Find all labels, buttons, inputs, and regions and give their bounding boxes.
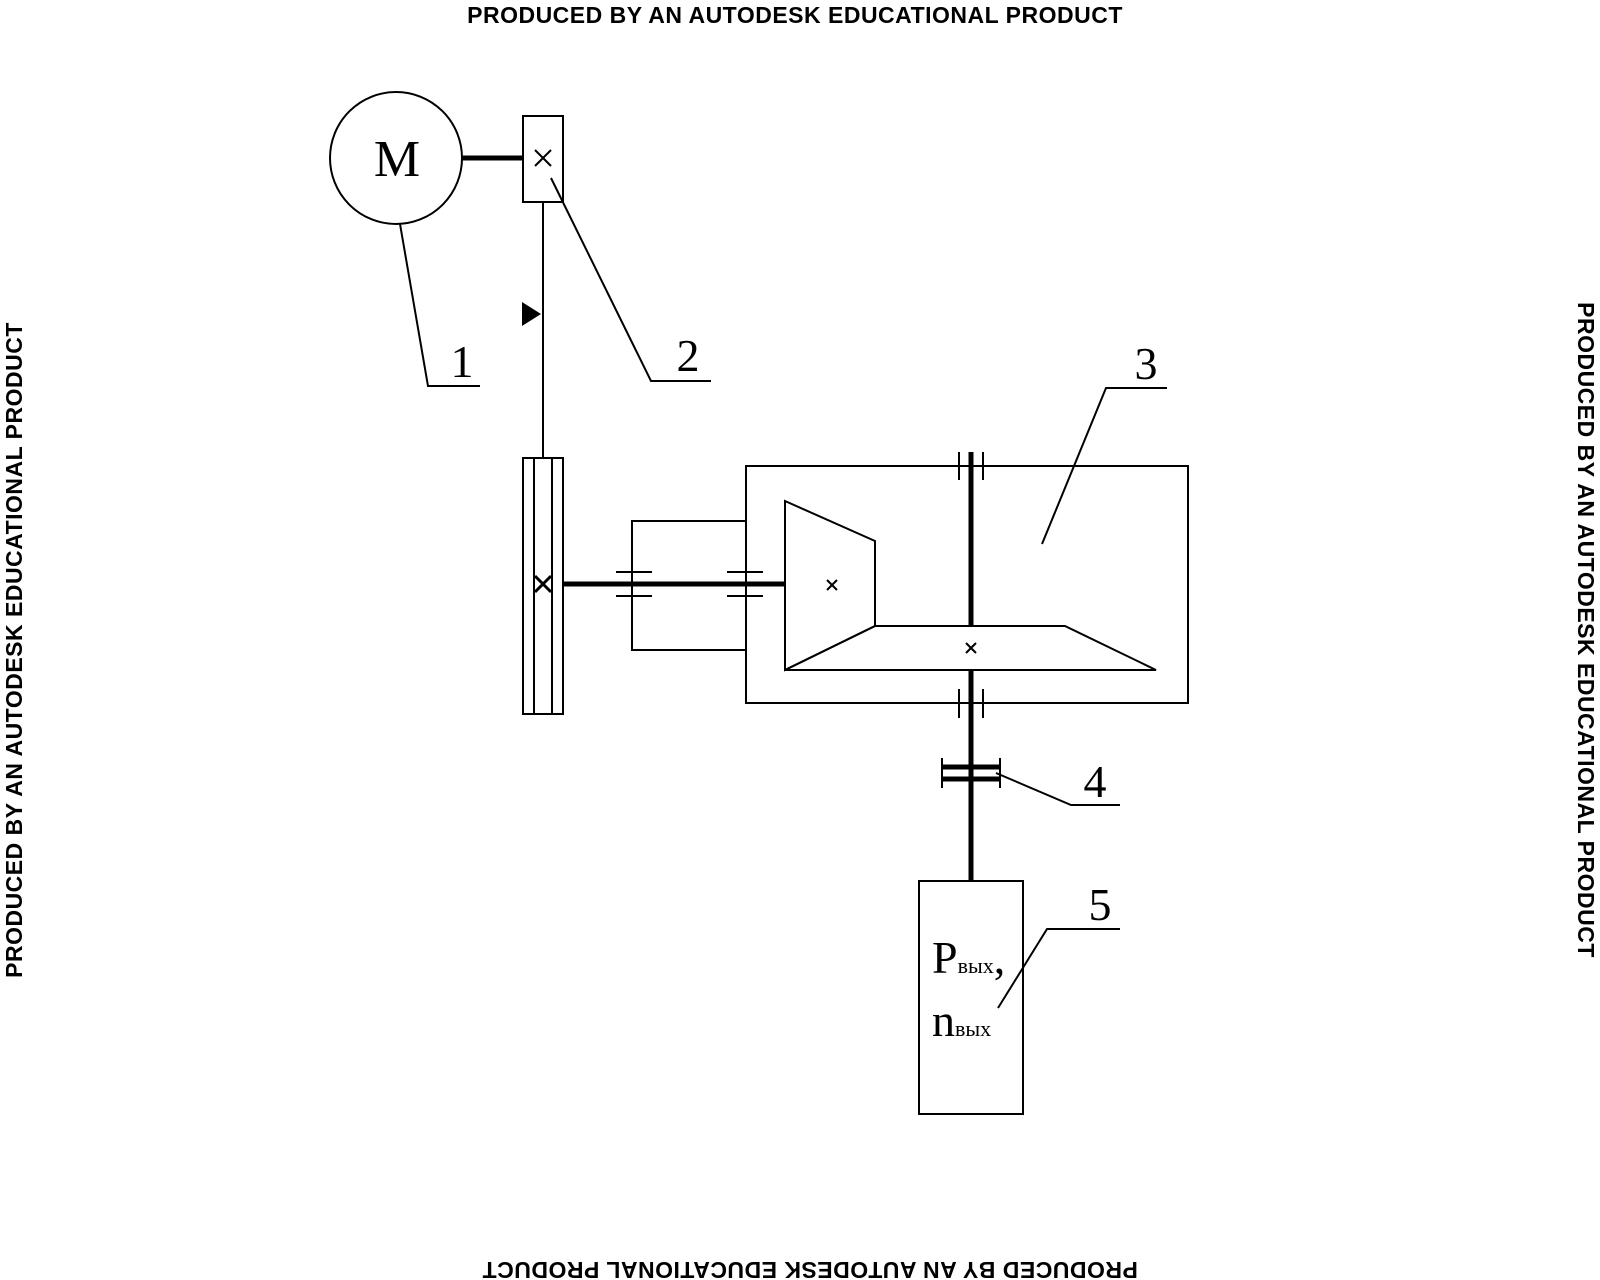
output-shaft-bearings xyxy=(958,452,984,718)
chain-direction-arrow xyxy=(522,302,541,326)
callout-5: 5 xyxy=(997,879,1120,1009)
callout-3: 3 xyxy=(1041,338,1167,545)
svg-text:4: 4 xyxy=(1084,756,1107,807)
driven-machine xyxy=(918,880,1024,1115)
svg-text:5: 5 xyxy=(1089,879,1112,930)
svg-text:1: 1 xyxy=(451,336,474,387)
bevel-pinion-axis-mark xyxy=(826,579,838,591)
callout-4: 4 xyxy=(995,756,1120,807)
coupling xyxy=(941,758,1001,788)
output-power-label: Pвых, xyxy=(932,932,1005,983)
bevel-wheel xyxy=(784,625,1157,671)
reducer-housing xyxy=(745,465,1189,704)
motor-letter: M xyxy=(374,131,420,188)
chain-drive xyxy=(522,115,564,715)
callout-2: 2 xyxy=(550,177,711,382)
watermark-left: PRODUCED BY AN AUTODESK EDUCATIONAL PROD… xyxy=(1,322,27,978)
bevel-gear-reducer xyxy=(745,452,1189,718)
watermark-bottom: PRODUCED BY AN AUTODESK EDUCATIONAL PROD… xyxy=(482,1257,1138,1280)
watermark-right: PRODUCED BY AN AUTODESK EDUCATIONAL PROD… xyxy=(1573,302,1599,958)
output-speed-label: nвых xyxy=(932,995,991,1046)
callout-1: 1 xyxy=(399,223,480,387)
bevel-wheel-axis-mark xyxy=(965,642,977,654)
svg-text:3: 3 xyxy=(1135,338,1158,389)
electric-motor: M xyxy=(329,91,463,225)
bevel-pinion xyxy=(784,499,876,672)
drive-sprocket-axis-mark xyxy=(534,149,552,167)
svg-text:2: 2 xyxy=(677,330,700,381)
driven-sprocket-axis-mark xyxy=(533,574,553,594)
watermark-top: PRODUCED BY AN AUTODESK EDUCATIONAL PROD… xyxy=(467,2,1123,28)
